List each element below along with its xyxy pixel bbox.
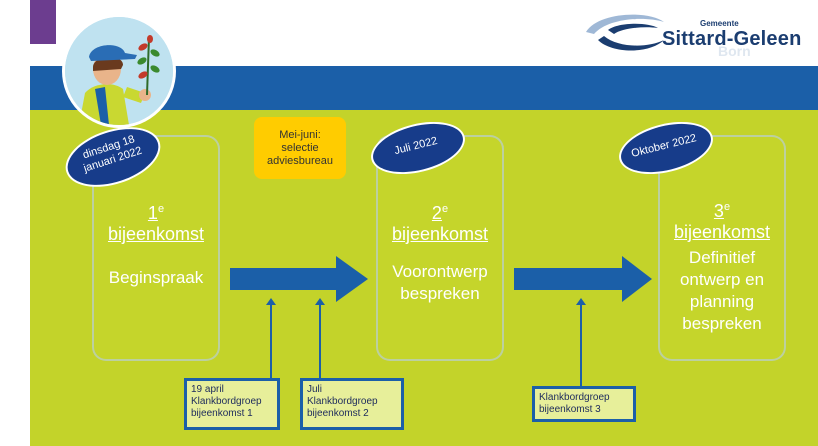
worker-illustration-icon <box>65 17 173 125</box>
arrow-up-icon <box>315 298 325 378</box>
meeting-1-description: Beginspraak <box>108 268 204 287</box>
arrow-up-icon <box>266 298 276 378</box>
purple-accent-strip <box>30 0 56 44</box>
meeting-1-title: 1e bijeenkomst <box>107 203 205 244</box>
meeting-3-box: 3e bijeenkomst Definitief ontwerp en pla… <box>660 137 784 359</box>
meeting-2-title: 2e bijeenkomst <box>391 203 489 244</box>
arrow-right-icon <box>514 256 652 302</box>
klankbord-3-box: Klankbordgroep bijeenkomst 3 <box>532 386 636 422</box>
klankbord-1-box: 19 april Klankbordgroep bijeenkomst 1 <box>184 378 280 430</box>
logo-sub: Born <box>718 43 751 59</box>
logo-swoosh-icon <box>586 14 664 51</box>
slide: Gemeente Sittard-Geleen Born <box>30 0 818 446</box>
avatar <box>62 14 176 128</box>
selectie-adviesbureau-box: Mei-juni: selectie adviesbureau <box>254 117 346 179</box>
meeting-3-description: Definitief ontwerp en planning bespreken <box>679 248 765 333</box>
meeting-3-title: 3e bijeenkomst <box>673 201 771 242</box>
arrow-right-icon <box>230 256 368 302</box>
meeting-2-description: Voorontwerp bespreken <box>392 262 488 303</box>
arrow-up-icon <box>576 298 586 386</box>
logo-gemeente: Gemeente <box>700 19 739 28</box>
municipality-logo: Gemeente Sittard-Geleen Born <box>578 10 818 59</box>
logo-name: Sittard-Geleen <box>662 28 802 50</box>
klankbord-2-box: Juli Klankbordgroep bijeenkomst 2 <box>300 378 404 430</box>
